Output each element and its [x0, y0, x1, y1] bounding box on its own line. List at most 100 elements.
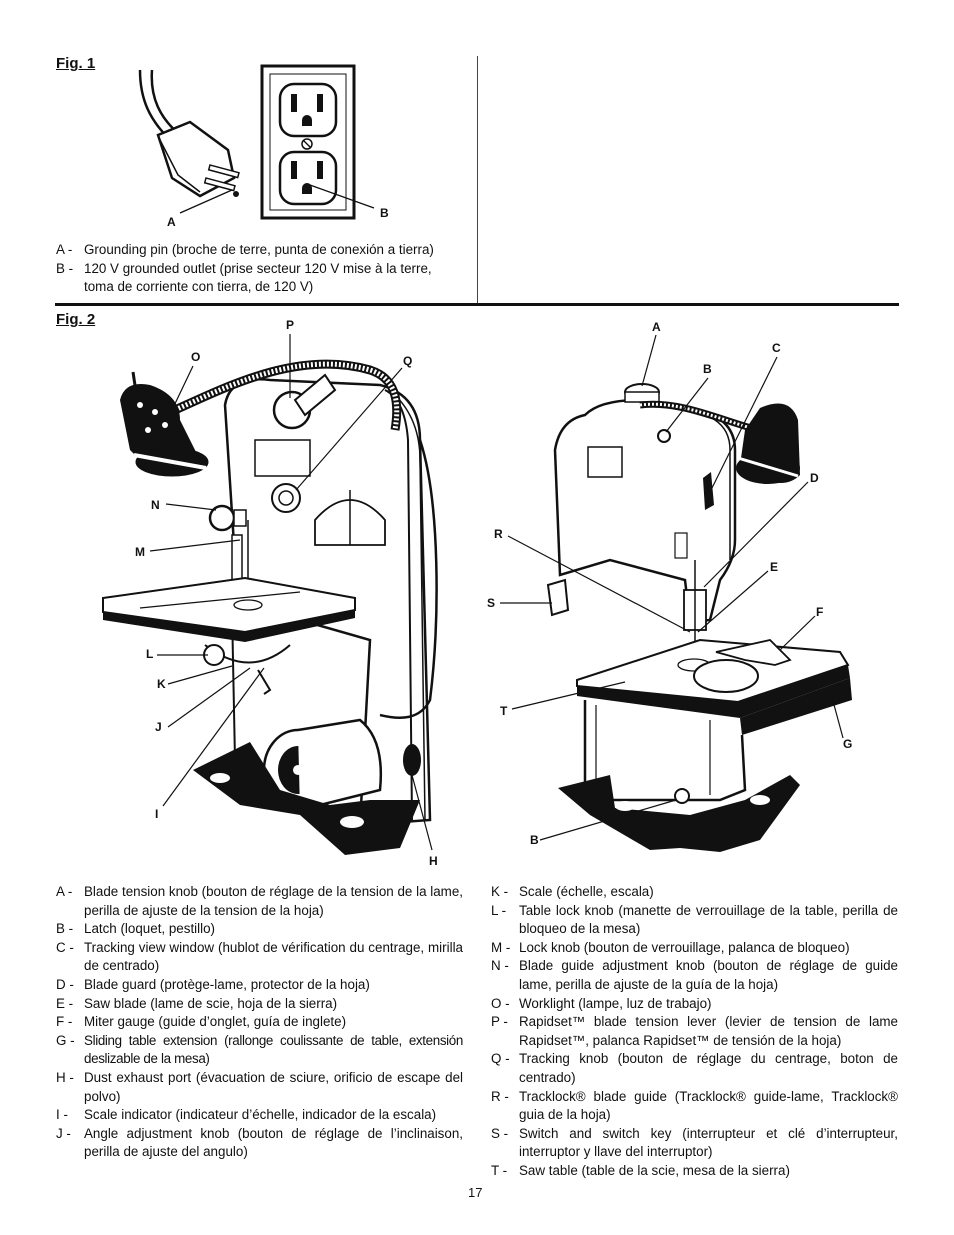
fig1-legend-item-b: B - 120 V grounded outlet (prise secteur…: [56, 260, 466, 297]
fig2-callout-c: C: [772, 341, 781, 355]
legend-key: R -: [491, 1088, 509, 1104]
legend-key: S -: [491, 1125, 509, 1141]
fig2-callout-g: G: [843, 737, 853, 751]
legend-item-e: E - Saw blade (lame de scie, hoja de la s…: [56, 995, 463, 1014]
legend-item-b: B - Latch (loquet, pestillo): [56, 920, 463, 939]
fig2-right-bandsaw-illustration: [500, 334, 852, 852]
fig2-callout-t: T: [500, 704, 508, 718]
legend-text: Angle adjustment knob (bouton de réglage…: [84, 1125, 463, 1160]
fig2-label: Fig. 2: [56, 311, 96, 328]
legend-key: A -: [56, 242, 73, 257]
fig2-callout-e: E: [770, 560, 779, 574]
legend-text: Blade guide adjustment knob (bouton de r…: [519, 958, 898, 992]
legend-text: Table lock knob (manette de verrouillage…: [519, 902, 898, 937]
fig1-plug-illustration: [138, 64, 375, 220]
legend-key: C -: [56, 939, 74, 955]
fig1-callout-b: B: [380, 206, 389, 220]
legend-item-t: T - Saw table (table de la scie, mesa de …: [491, 1162, 898, 1181]
legend-text: Worklight (lampe, luz de trabajo): [519, 995, 712, 1011]
fig1-label: Fig. 1: [56, 55, 96, 72]
fig2-callout-j: J: [155, 720, 162, 734]
legend-key: T -: [491, 1162, 508, 1178]
fig1-legend: A - Grounding pin (broche de terre, punt…: [56, 241, 466, 297]
fig2-callout-m: M: [135, 545, 145, 559]
legend-text: Rapidset™ blade tension lever (levier de…: [519, 1014, 898, 1048]
fig1-callout-a: A: [167, 215, 176, 229]
legend-item-r: R - Tracklock® blade guide (Tracklock® gu…: [491, 1088, 898, 1125]
fig2-callout-k: K: [157, 677, 166, 691]
legend-text: Grounding pin (broche de terre, punta de…: [84, 242, 434, 257]
legend-key: B -: [56, 260, 74, 276]
legend-text: Lock knob (bouton de verrouillage, palan…: [519, 939, 850, 955]
legend-text: Latch (loquet, pestillo): [84, 921, 216, 937]
legend-key: J -: [56, 1125, 71, 1141]
legend-text: Blade guard (protège-lame, protector de …: [84, 976, 370, 992]
legend-key: M -: [491, 939, 511, 955]
legend-item-i: I - Scale indicator (indicateur d’échelle…: [56, 1106, 463, 1125]
legend-key: F -: [56, 1014, 73, 1030]
fig2-callout-b-top: B: [703, 362, 712, 376]
legend-key: I -: [56, 1107, 68, 1123]
fig1-legend-item-a: A - Grounding pin (broche de terre, punt…: [56, 241, 466, 260]
fig2-callout-n: N: [151, 498, 160, 512]
legend-text: Miter gauge (guide d’onglet, guía de ing…: [84, 1014, 347, 1030]
fig2-callout-o: O: [191, 350, 201, 364]
fig2-callout-b-bottom: B: [530, 833, 539, 847]
legend-item-s: S - Switch and switch key (interrupteur e…: [491, 1125, 898, 1162]
legend-key: N -: [491, 958, 509, 974]
legend-key: G -: [56, 1032, 75, 1048]
legend-item-h: H - Dust exhaust port (évacuation de sciu…: [56, 1069, 463, 1106]
legend-text: Scale indicator (indicateur d’échelle, i…: [84, 1107, 437, 1123]
fig2-callout-l: L: [146, 647, 154, 661]
legend-item-d: D - Blade guard (protège-lame, protector …: [56, 976, 463, 995]
fig2-callout-h: H: [429, 854, 438, 868]
legend-key: D -: [56, 976, 74, 992]
fig2-legend-left: A - Blade tension knob (bouton de réglage…: [56, 883, 463, 1162]
legend-key: E -: [56, 995, 74, 1011]
legend-key: H -: [56, 1069, 74, 1085]
page-number: 17: [468, 1185, 483, 1200]
fig2-callout-s: S: [487, 596, 496, 610]
fig2-callout-f: F: [816, 605, 824, 619]
legend-key: O -: [491, 995, 510, 1011]
legend-item-p: P - Rapidset™ blade tension lever (levier…: [491, 1013, 898, 1050]
legend-text: Saw blade (lame de scie, hoja de la sier…: [84, 995, 338, 1011]
fig2-callout-i: I: [155, 807, 159, 821]
legend-text: Tracking knob (bouton de réglage du cent…: [519, 1051, 898, 1085]
legend-item-q: Q - Tracking knob (bouton de réglage du c…: [491, 1050, 898, 1087]
section-divider: [55, 303, 899, 306]
legend-text: 120 V grounded outlet (prise secteur 120…: [84, 260, 432, 295]
fig2-legend-right: K - Scale (échelle, escala) L - Table lock…: [491, 883, 898, 1181]
legend-item-m: M - Lock knob (bouton de verrouillage, pa…: [491, 939, 898, 958]
legend-item-c: C - Tracking view window (hublot de vérif…: [56, 939, 463, 976]
fig2-callout-a: A: [652, 320, 661, 334]
legend-key: P -: [491, 1014, 508, 1030]
fig2-callout-d: D: [810, 471, 819, 485]
legend-key: B -: [56, 921, 74, 937]
fig2-callout-p: P: [286, 318, 295, 332]
legend-item-f: F - Miter gauge (guide d’onglet, guía de …: [56, 1013, 463, 1032]
legend-item-a: A - Blade tension knob (bouton de réglage…: [56, 883, 463, 920]
fig2-left-bandsaw-illustration: [102, 334, 438, 855]
column-divider: [477, 56, 478, 304]
legend-text: Dust exhaust port (évacuation de sciure,…: [84, 1069, 463, 1104]
legend-item-k: K - Scale (échelle, escala): [491, 883, 898, 902]
legend-text: Blade tension knob (bouton de réglage de…: [84, 884, 463, 918]
fig2-callout-r: R: [494, 527, 503, 541]
legend-key: A -: [56, 884, 73, 899]
legend-key: Q -: [491, 1051, 510, 1067]
legend-key: L -: [491, 902, 507, 918]
fig2-callout-q: Q: [403, 354, 413, 368]
legend-item-o: O - Worklight (lampe, luz de trabajo): [491, 995, 898, 1014]
legend-item-j: J - Angle adjustment knob (bouton de régl…: [56, 1125, 463, 1162]
legend-item-g: G - Sliding table extension (rallonge cou…: [56, 1032, 463, 1069]
legend-item-n: N - Blade guide adjustment knob (bouton d…: [491, 957, 898, 994]
legend-key: K -: [491, 884, 509, 899]
legend-item-l: L - Table lock knob (manette de verrouill…: [491, 902, 898, 939]
legend-text: Scale (échelle, escala): [519, 884, 654, 899]
legend-text: Saw table (table de la scie, mesa de la …: [519, 1162, 790, 1178]
legend-text: Switch and switch key (interrupteur et c…: [519, 1125, 898, 1160]
legend-text: Sliding table extension (rallonge coulis…: [84, 1032, 463, 1067]
legend-text: Tracking view window (hublot de vérifica…: [84, 939, 463, 974]
legend-text: Tracklock® blade guide (Tracklock® guide…: [519, 1088, 898, 1123]
